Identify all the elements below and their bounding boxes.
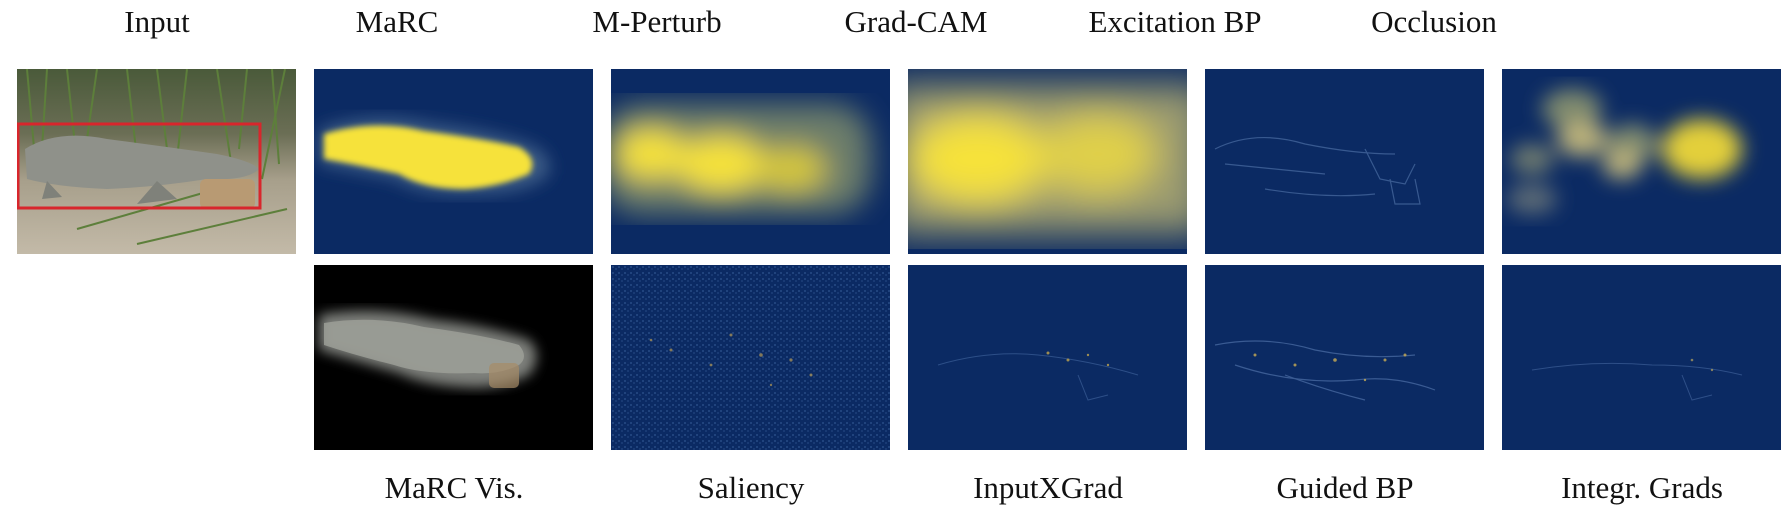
input-image [17, 69, 296, 254]
saliency-heatmap [611, 265, 890, 450]
integrated-gradients-heatmap [1502, 265, 1781, 450]
marc-heatmap [314, 69, 593, 254]
column-label-guided-bp: Guided BP [1276, 470, 1414, 505]
column-label-saliency: Saliency [697, 470, 805, 505]
column-label-integr-grads: Integr. Grads [1561, 470, 1723, 505]
column-label-inputxgrad: InputXGrad [973, 470, 1123, 505]
excitation-bp-heatmap [1205, 69, 1484, 254]
column-label-input: Input [124, 4, 190, 39]
column-label-grad-cam: Grad-CAM [844, 4, 988, 39]
column-label-marc-vis: MaRC Vis. [384, 470, 524, 505]
grad-cam-heatmap [908, 69, 1187, 254]
column-label-excitation-bp: Excitation BP [1088, 4, 1262, 39]
m-perturb-heatmap [611, 69, 890, 254]
guided-bp-heatmap [1205, 265, 1484, 450]
column-label-m-perturb: M-Perturb [592, 4, 722, 39]
inputxgrad-heatmap [908, 265, 1187, 450]
column-label-marc: MaRC [355, 4, 439, 39]
marc-visualization-image [314, 265, 593, 450]
occlusion-heatmap [1502, 69, 1781, 254]
column-label-occlusion: Occlusion [1371, 4, 1497, 39]
